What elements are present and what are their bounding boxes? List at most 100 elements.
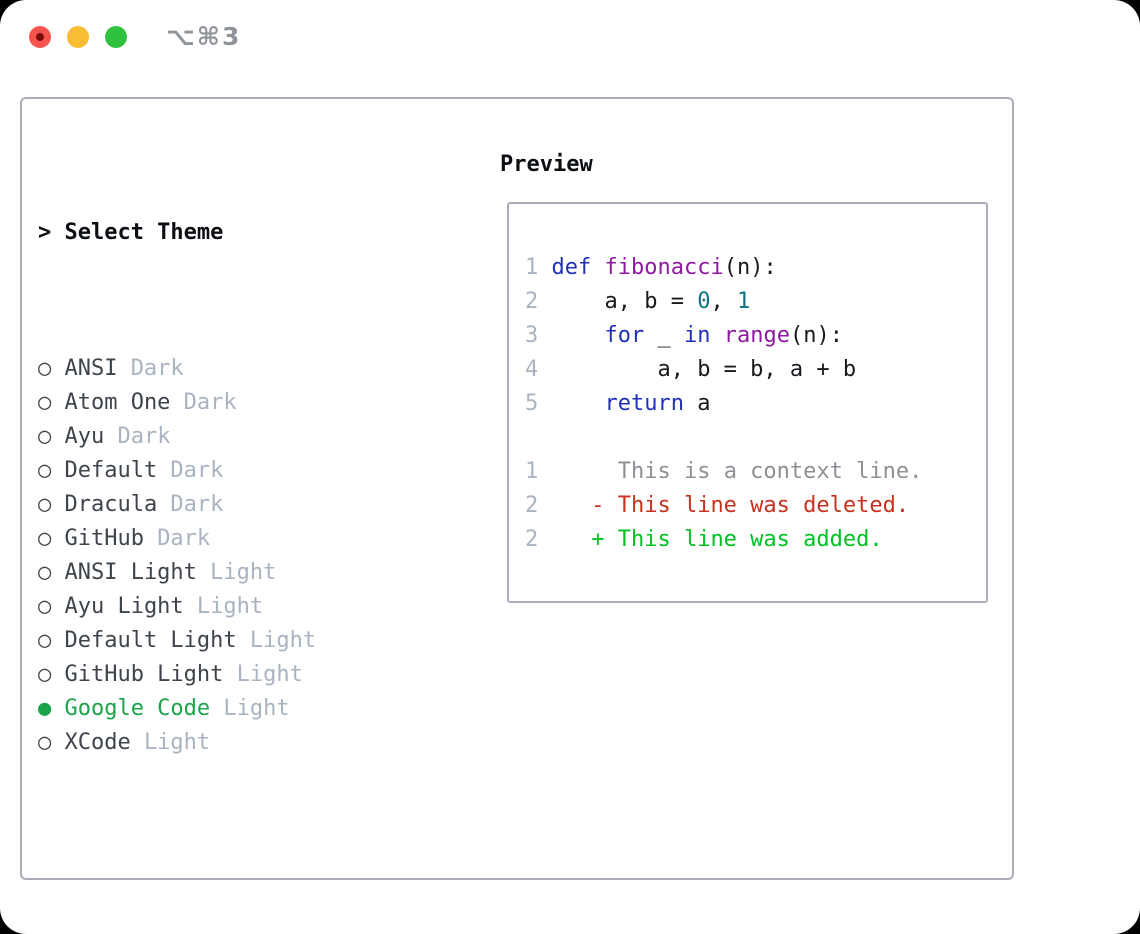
theme-name: Ayu [64,424,105,449]
radio-icon: ○ [38,356,52,381]
theme-name: ANSI Light [64,560,197,585]
code-segment: This is a context line. [617,459,923,484]
code-segment: def [551,255,592,280]
radio-icon: ○ [38,458,52,483]
theme-variant-badge: Light [223,696,290,721]
maximize-button[interactable] [105,26,127,48]
theme-name: Ayu Light [64,594,184,619]
radio-icon: ○ [38,526,52,551]
theme-option-ansi-light-light[interactable]: ○ ANSI Light Light [38,556,409,590]
code-segment: a [683,391,711,416]
theme-variant-badge: Light [196,594,264,619]
radio-icon: ○ [38,594,52,619]
theme-name: ANSI [64,356,118,381]
code-segment: 4 [525,357,539,382]
code-segment: 2 [525,493,539,518]
minimize-button[interactable] [67,26,89,48]
selection-caret-icon: > [38,220,52,245]
code-line: 1 This is a context line. [525,455,922,489]
code-segment: 5 [525,391,539,416]
code-segment: 1 [736,289,751,314]
code-segment: + This line was added. [591,527,883,552]
theme-name: Google Code [64,696,211,721]
titlebar: ⌥⌘3 [0,0,1140,74]
radio-icon: ○ [38,730,52,755]
code-line: 5 return a [525,387,922,421]
code-segment: , [710,289,737,314]
select-theme-header: > Select Theme [38,216,409,250]
theme-variant-badge: Dark [157,526,211,551]
code-segment: 2 [525,289,539,314]
code-line: 2 - This line was deleted. [525,489,922,523]
theme-option-ayu-dark[interactable]: ○ Ayu Dark [38,420,409,454]
theme-variant-badge: Dark [170,492,224,517]
theme-option-atom-one-dark[interactable]: ○ Atom One Dark [38,386,409,420]
select-theme-label: Select Theme [64,220,224,245]
code-segment: 0 [697,289,711,314]
theme-variant-badge: Light [210,560,277,585]
code-segment: 1 [525,459,539,484]
theme-name: Dracula [64,492,158,517]
radio-icon: ○ [38,424,52,449]
theme-name: GitHub [64,526,144,551]
code-segment: - This line was deleted. [591,493,910,518]
theme-option-ayu-light-light[interactable]: ○ Ayu Light Light [38,590,409,624]
code-segment: return [604,391,684,416]
close-dot-icon [36,33,44,41]
radio-icon: ● [38,696,52,721]
code-line: 4 a, b = b, a + b [525,353,922,387]
theme-option-github-dark[interactable]: ○ GitHub Dark [38,522,409,556]
window-title: ⌥⌘3 [166,22,242,51]
code-segment: (n): [789,323,843,348]
theme-variant-badge: Dark [117,424,171,449]
theme-option-google-code-light[interactable]: ● Google Code Light [38,692,409,726]
radio-icon: ○ [38,628,52,653]
code-segment: 3 [525,323,539,348]
radio-icon: ○ [38,560,52,585]
code-segment: 1 [525,255,539,280]
theme-variant-badge: Dark [130,356,184,381]
code-segment: in [683,323,711,348]
code-line: 3 for _ in range(n): [525,319,922,353]
code-segment: (n): [723,255,777,280]
code-segment [538,527,591,552]
code-line: 2 a, b = 0, 1 [525,285,922,319]
code-segment [538,323,604,348]
code-segment: _ [644,323,684,348]
code-segment [538,459,617,484]
code-segment [591,255,604,280]
theme-variant-badge: Dark [183,390,237,415]
theme-variant-badge: Light [143,730,211,755]
preview-header: Preview [500,148,593,182]
theme-name: GitHub Light [64,662,224,687]
theme-option-ansi-dark[interactable]: ○ ANSI Dark [38,352,409,386]
code-line: 1 def fibonacci(n): [525,251,922,285]
code-segment [710,323,723,348]
theme-variant-badge: Dark [170,458,224,483]
code-segment: a, b = [538,289,698,314]
theme-variant-badge: Light [249,628,317,653]
code-segment: a, b = b, a + b [538,357,857,382]
spacer-row [38,862,409,896]
theme-variant-badge: Light [236,662,303,687]
theme-option-dracula-dark[interactable]: ○ Dracula Dark [38,488,409,522]
theme-name: Atom One [64,390,171,415]
close-button[interactable] [29,26,51,48]
code-segment [538,255,551,280]
code-segment [538,493,591,518]
code-line: 2 + This line was added. [525,523,922,557]
radio-icon: ○ [38,390,52,415]
preview-label: Preview [500,152,593,177]
code-segment: range [723,323,790,348]
radio-icon: ○ [38,492,52,517]
